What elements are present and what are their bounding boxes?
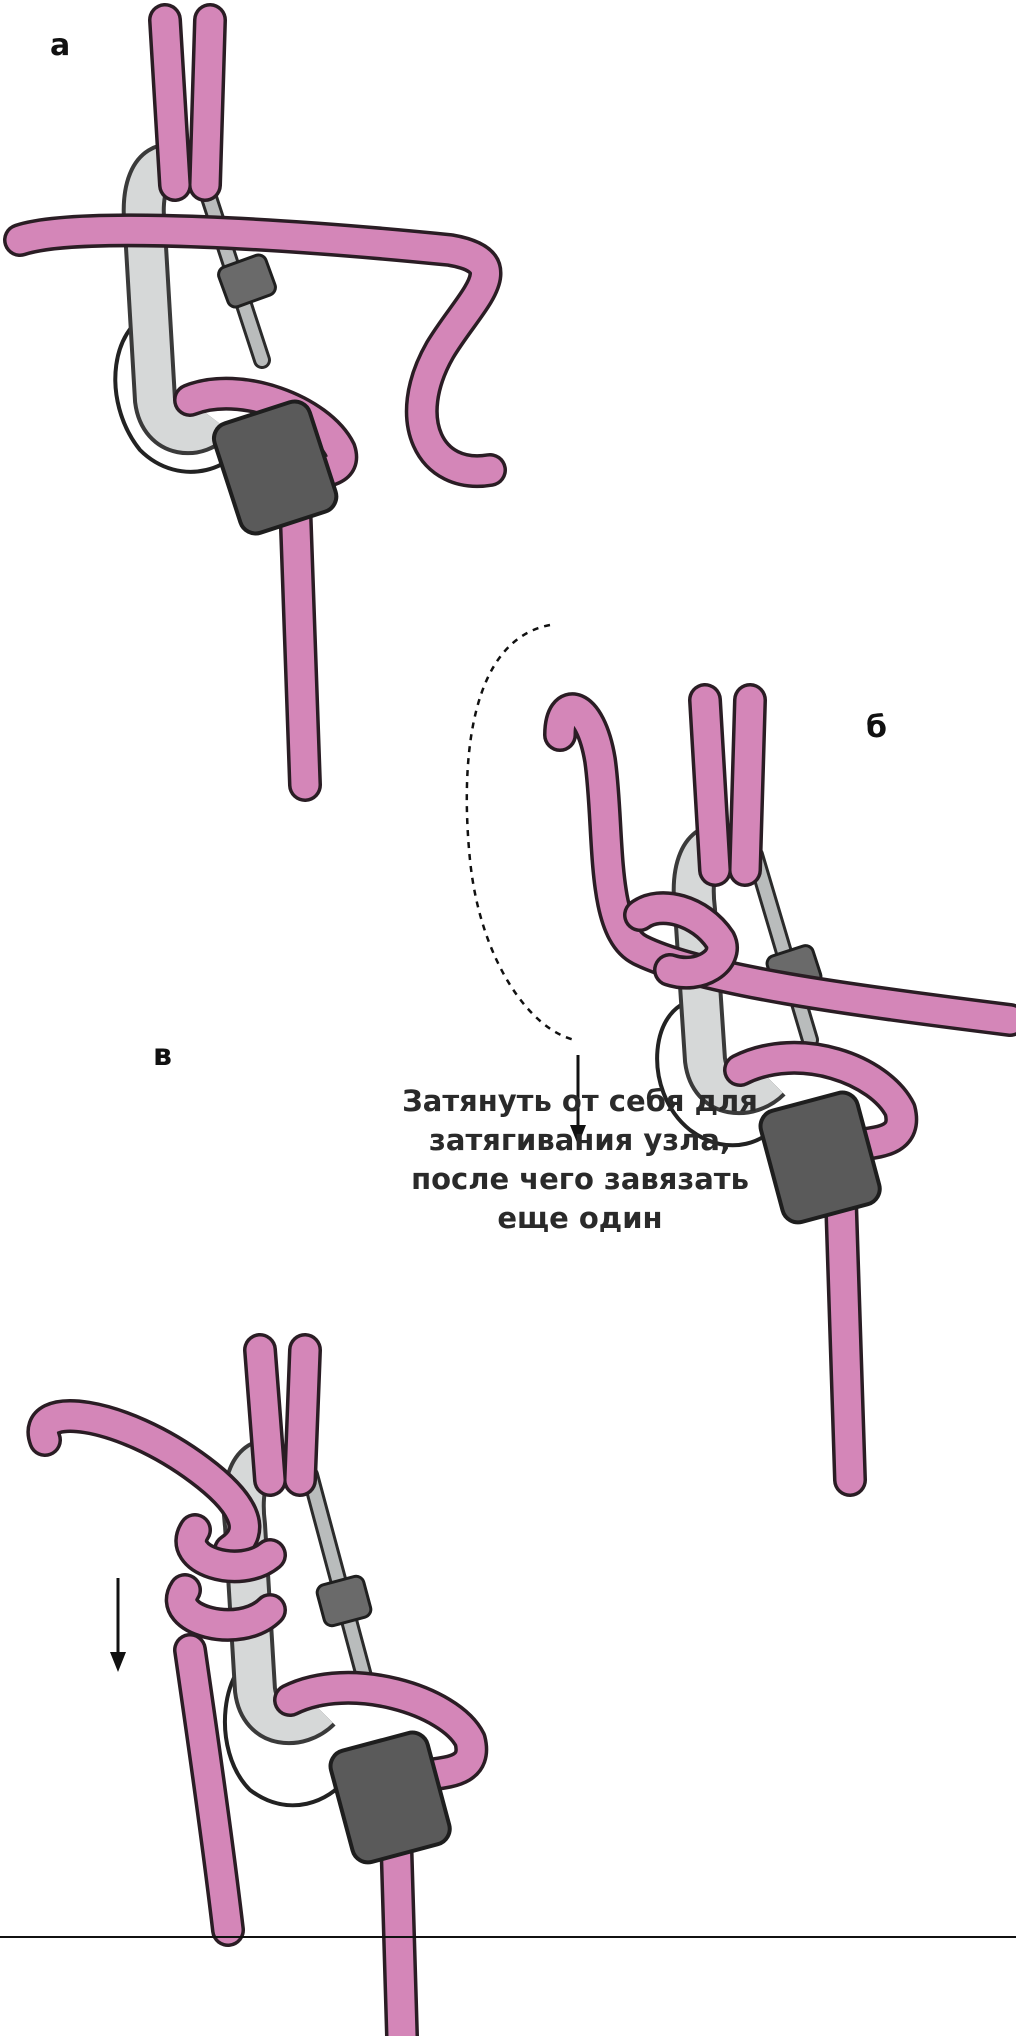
panel-label-b: б	[866, 710, 887, 745]
panel-c-screw-collar	[315, 1575, 372, 1628]
panel-b-rubber-sleeve	[757, 1089, 883, 1226]
panel-b-dashed-guide	[467, 625, 575, 1040]
panel-a-illustration	[20, 20, 490, 785]
caption-line: после чего завязать	[390, 1160, 770, 1199]
panel-label-v: в	[153, 1038, 172, 1073]
caption-line: Затянуть от себя для	[390, 1082, 770, 1121]
instruction-caption: Затянуть от себя для затягивания узла, п…	[390, 1082, 770, 1238]
panel-b-illustration	[467, 625, 1010, 1480]
panel-label-a: а	[50, 28, 70, 63]
panel-c-arrowhead	[110, 1652, 126, 1672]
caption-line: еще один	[390, 1199, 770, 1238]
panel-c-illustration	[43, 1350, 471, 2036]
panel-c-rubber-sleeve	[327, 1729, 453, 1866]
caption-line: затягивания узла,	[390, 1121, 770, 1160]
panel-a-rope	[20, 20, 490, 785]
